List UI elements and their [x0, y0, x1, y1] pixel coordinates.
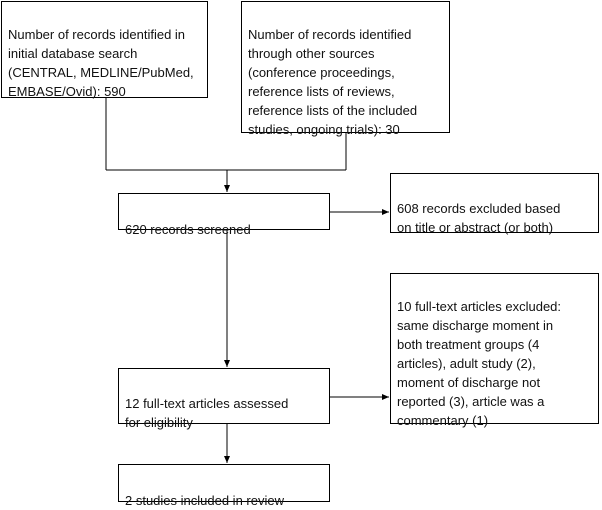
box-fulltext-assessed: 12 full-text articles assessed for eligi…	[118, 368, 330, 430]
box-other-sources-text: Number of records identified through oth…	[248, 27, 418, 137]
box-fulltext-excluded-text: 10 full-text articles excluded: same dis…	[397, 299, 562, 428]
box-other-sources: Number of records identified through oth…	[241, 1, 450, 137]
box-records-screened: 620 records screened	[118, 193, 330, 237]
box-records-excluded-title: 608 records excluded based on title or a…	[390, 173, 599, 235]
box-database-search: Number of records identified in initial …	[1, 1, 208, 99]
box-fulltext-assessed-text: 12 full-text articles assessed for eligi…	[125, 396, 289, 430]
box-database-search-text: Number of records identified in initial …	[8, 27, 194, 99]
box-fulltext-excluded: 10 full-text articles excluded: same dis…	[390, 273, 599, 428]
box-studies-included: 2 studies included in review	[118, 464, 330, 508]
box-records-screened-text: 620 records screened	[125, 222, 251, 237]
box-studies-included-text: 2 studies included in review	[125, 493, 284, 508]
box-records-excluded-title-text: 608 records excluded based on title or a…	[397, 201, 561, 235]
